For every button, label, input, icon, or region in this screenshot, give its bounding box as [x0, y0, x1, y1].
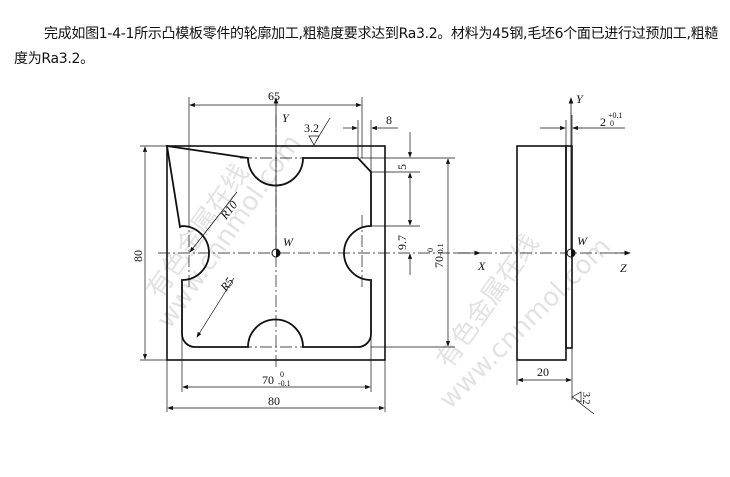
- part-profile: [165, 144, 372, 348]
- svg-text:Y: Y: [576, 92, 584, 106]
- svg-text:R5: R5: [217, 275, 237, 295]
- svg-text:80: 80: [131, 250, 145, 262]
- svg-text:-0.1: -0.1: [278, 379, 291, 388]
- svg-text:X: X: [477, 259, 486, 273]
- svg-text:0: 0: [426, 248, 435, 252]
- svg-text:3.2: 3.2: [304, 121, 319, 135]
- svg-text:70: 70: [432, 256, 446, 268]
- svg-text:0: 0: [610, 119, 614, 128]
- svg-text:Z: Z: [620, 261, 627, 275]
- svg-text:0: 0: [280, 370, 284, 379]
- svg-text:2: 2: [600, 115, 606, 129]
- svg-text:5: 5: [395, 164, 409, 170]
- front-view: [140, 97, 481, 412]
- svg-text:8: 8: [386, 113, 392, 127]
- svg-text:80: 80: [268, 394, 280, 408]
- svg-text:W: W: [577, 234, 588, 248]
- svg-text:9.7: 9.7: [395, 235, 409, 250]
- svg-text:65: 65: [268, 89, 280, 103]
- svg-text:Y: Y: [282, 111, 290, 125]
- svg-text:W: W: [283, 235, 294, 249]
- svg-text:70: 70: [262, 373, 274, 387]
- front-view-labels: 65 Y 3.2 8 5 9.7 70 0 -0.1 X W 80 R10 R5…: [131, 89, 486, 408]
- problem-text: 完成如图1-4-1所示凸模板零件的轮廓加工,粗糙度要求达到Ra3.2。材料为45…: [14, 26, 719, 67]
- svg-text:20: 20: [537, 365, 549, 379]
- svg-text:+0.1: +0.1: [608, 111, 623, 120]
- svg-text:3.2: 3.2: [580, 392, 591, 405]
- side-view: [480, 97, 631, 415]
- side-view-labels: Y 2 +0.1 0 W Z 20 3.2: [537, 92, 627, 405]
- svg-text:-0.1: -0.1: [436, 243, 445, 256]
